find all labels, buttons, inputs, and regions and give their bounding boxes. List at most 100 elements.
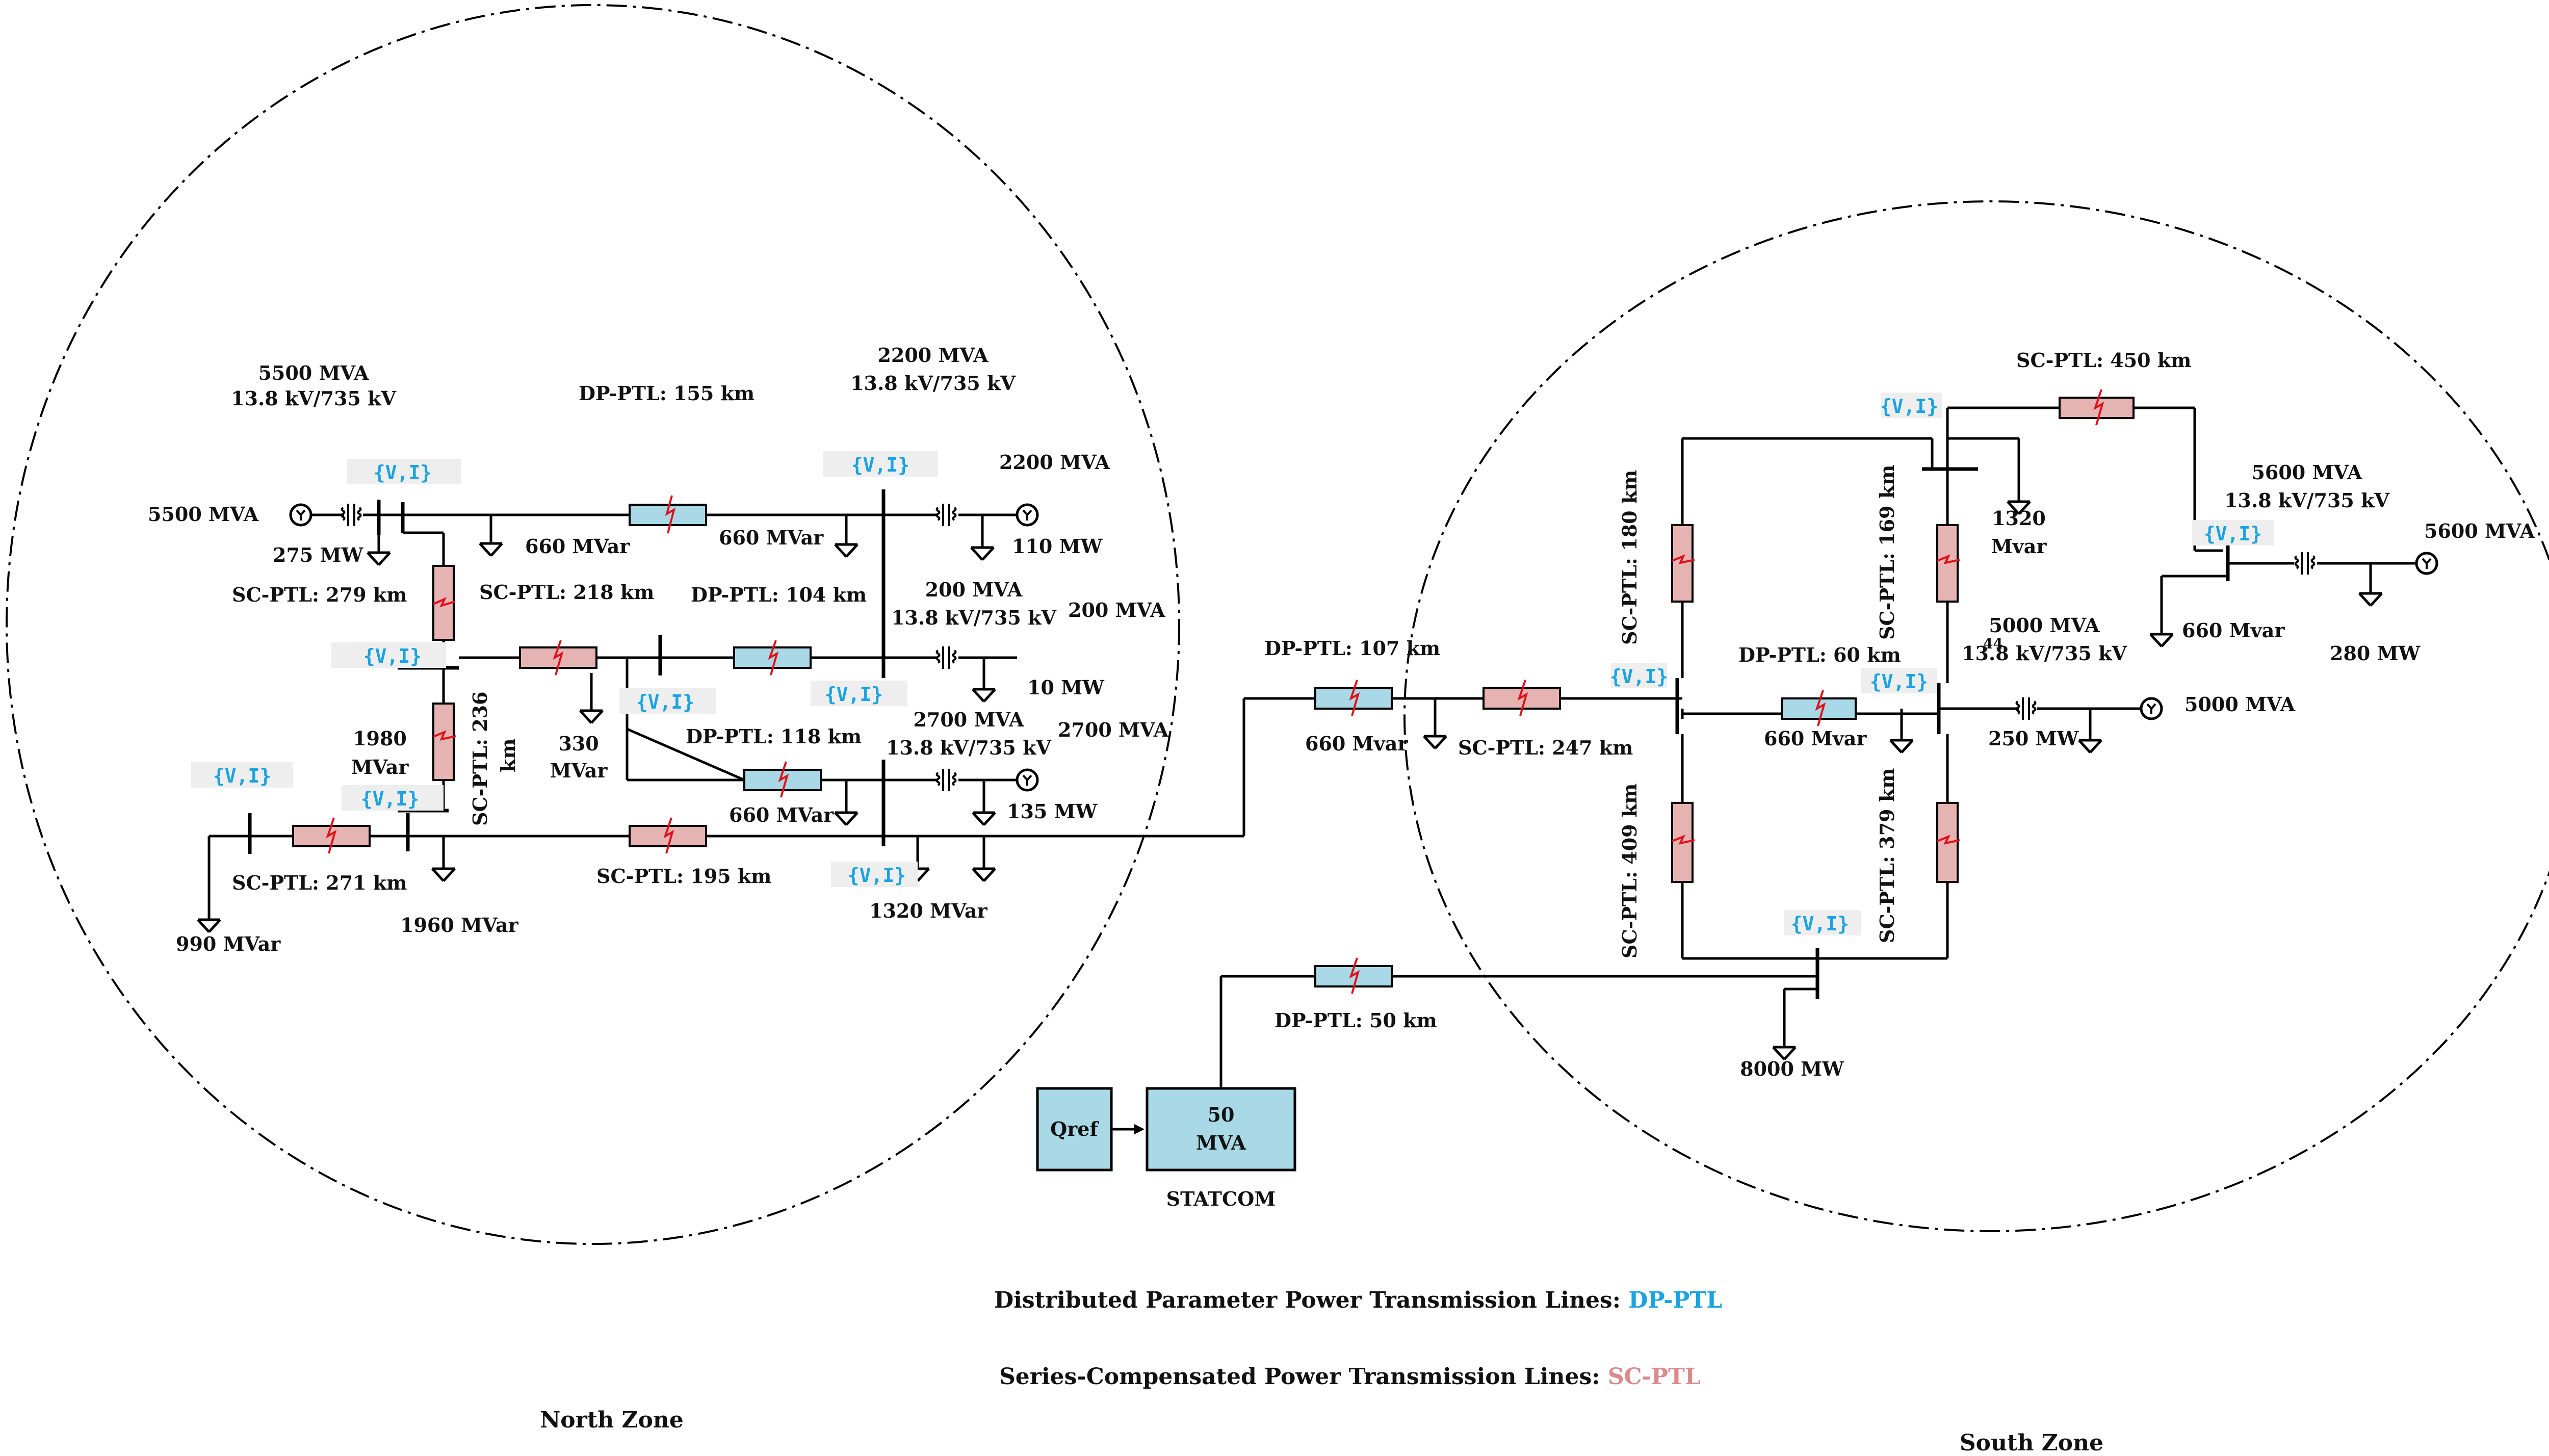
generator-source-icon bbox=[1017, 505, 1037, 525]
north-zone-network bbox=[198, 489, 1244, 932]
sc-ptl-169-label: SC-PTL: 169 km bbox=[1876, 465, 1898, 640]
gen4-xfmr-voltage-label: 13.8 kV/735 kV bbox=[886, 736, 1052, 759]
transformer-icon bbox=[935, 645, 957, 670]
shunt-1320-south-label: 1320 bbox=[1992, 507, 2046, 530]
generator-source-icon bbox=[291, 505, 311, 525]
gen6-rating-label: 5000 MVA bbox=[2184, 693, 2296, 716]
vi-measurement-label: {V,I} bbox=[636, 691, 694, 713]
transformer-icon bbox=[341, 503, 362, 527]
south-zone-label: South Zone bbox=[1960, 1430, 2103, 1456]
gen5-xfmr-voltage-label: 13.8 kV/735 kV bbox=[2224, 489, 2390, 512]
transformer-icon bbox=[935, 503, 957, 527]
gen2-xfmr-rating-label: 2200 MVA bbox=[877, 344, 989, 367]
sc-ptl-409-label: SC-PTL: 409 km bbox=[1618, 784, 1641, 958]
shunt-ground-icon bbox=[198, 902, 220, 932]
shunt-ground-icon bbox=[480, 526, 502, 556]
legend-dp-abbr: DP-PTL bbox=[1628, 1287, 1722, 1313]
gen4-rating-label: 2700 MVA bbox=[1058, 718, 1169, 741]
shunt-ground-icon bbox=[835, 795, 857, 825]
sc-ptl-271-label: SC-PTL: 271 km bbox=[232, 871, 407, 894]
shunt-ground-icon bbox=[1424, 719, 1446, 748]
gen6-xfmr-voltage-label: 13.8 kV/735 kV bbox=[1962, 642, 2127, 665]
vi-measurement-label: {V,I} bbox=[825, 683, 883, 706]
vi-measurement-label: {V,I} bbox=[848, 864, 906, 887]
sc-ptl-379-label: SC-PTL: 379 km bbox=[1876, 768, 1898, 943]
load-10-label: 10 MW bbox=[1027, 676, 1105, 699]
gen5-xfmr-rating-label: 5600 MVA bbox=[2251, 461, 2362, 484]
transformer-icon bbox=[2294, 551, 2316, 576]
gen3-xfmr-voltage-label: 13.8 kV/735 kV bbox=[891, 606, 1057, 629]
shunt-660a-label: 660 MVar bbox=[525, 535, 630, 558]
gen3-xfmr-rating-label: 200 MVA bbox=[925, 578, 1023, 601]
shunt-ground-icon bbox=[2150, 617, 2173, 646]
measurement-points: {V,I} {V,I} {V,I} {V,I} {V,I} {V,I} {V,I… bbox=[191, 393, 2274, 935]
legend: Distributed Parameter Power Transmission… bbox=[994, 1287, 1722, 1390]
shunt-660b-south-label: 660 Mvar bbox=[1764, 727, 1867, 750]
shunt-ground-icon bbox=[580, 693, 603, 723]
transformer-icon bbox=[935, 768, 957, 792]
legend-dp-entry: Distributed Parameter Power Transmission… bbox=[994, 1287, 1722, 1313]
gen1-xfmr-voltage-label: 13.8 kV/735 kV bbox=[231, 387, 397, 410]
shunt-1980-label: 1980 bbox=[353, 727, 407, 750]
legend-sc-abbr: SC-PTL bbox=[1608, 1364, 1701, 1390]
shunt-ground-icon bbox=[432, 851, 455, 881]
vi-measurement-label: {V,I} bbox=[1870, 670, 1928, 693]
sc-ptl-195-label: SC-PTL: 195 km bbox=[596, 865, 771, 888]
load-ground-icon bbox=[2359, 576, 2382, 606]
generator-source-icon bbox=[2141, 698, 2162, 719]
gen6-xfmr-rating-label: 5000 MVA bbox=[1989, 614, 2100, 637]
vi-measurement-label: {V,I} bbox=[374, 461, 432, 484]
load-ground-icon bbox=[368, 535, 390, 565]
statcom-block bbox=[1146, 1087, 1296, 1172]
dp-ptl-50-label: DP-PTL: 50 km bbox=[1274, 1009, 1437, 1032]
vi-measurement-label: {V,I} bbox=[213, 765, 271, 787]
tie-line-network bbox=[1036, 680, 1817, 1172]
sc-ptl-218-label: SC-PTL: 218 km bbox=[479, 581, 654, 604]
statcom-name-label: STATCOM bbox=[1166, 1187, 1276, 1210]
north-zone-boundary bbox=[6, 4, 1180, 1245]
tie-labels: DP-PTL: 107 km 660 Mvar SC-PTL: 247 km D… bbox=[1050, 637, 1633, 1210]
vi-measurement-label: {V,I} bbox=[1610, 665, 1668, 688]
shunt-1320-south-unit-label: Mvar bbox=[1991, 535, 2047, 558]
sc-ptl-247-label: SC-PTL: 247 km bbox=[1458, 736, 1633, 759]
load-ground-icon bbox=[973, 672, 995, 701]
gen5-rating-label: 5600 MVA bbox=[2424, 519, 2535, 542]
generator-source-icon bbox=[2416, 553, 2437, 574]
transformer-icon bbox=[2015, 696, 2037, 721]
shunt-ground-icon bbox=[1890, 723, 1913, 752]
vi-measurement-label: {V,I} bbox=[851, 454, 909, 476]
north-labels: 5500 MVA 5500 MVA 13.8 kV/735 kV 275 MW … bbox=[148, 344, 1169, 955]
vi-measurement-label: {V,I} bbox=[363, 645, 422, 667]
dp-ptl-155-label: DP-PTL: 155 km bbox=[579, 382, 755, 405]
sc-ptl-450-label: SC-PTL: 450 km bbox=[2016, 349, 2191, 372]
north-zone-label: North Zone bbox=[540, 1407, 684, 1433]
sc-ptl-279-label: SC-PTL: 279 km bbox=[232, 583, 407, 606]
legend-sc-text: Series-Compensated Power Transmission Li… bbox=[999, 1364, 1608, 1390]
qref-block bbox=[1036, 1087, 1113, 1172]
gen2-xfmr-voltage-label: 13.8 kV/735 kV bbox=[850, 372, 1016, 395]
qref-label: Qref bbox=[1050, 1117, 1099, 1140]
load-135-label: 135 MW bbox=[1007, 800, 1098, 823]
load-ground-icon bbox=[2079, 723, 2101, 752]
shunt-330-unit-label: MVar bbox=[550, 759, 608, 782]
shunt-1960-label: 1960 MVar bbox=[400, 914, 519, 937]
dp-ptl-104-label: DP-PTL: 104 km bbox=[691, 583, 867, 606]
load-ground-icon bbox=[973, 795, 995, 825]
south-zone-boundary bbox=[1403, 200, 2549, 1232]
load-ground-icon bbox=[1773, 1030, 1796, 1059]
shunt-ground-icon bbox=[973, 851, 995, 881]
shunt-1320-label: 1320 MVar bbox=[869, 899, 988, 922]
load-ground-icon bbox=[971, 530, 994, 560]
statcom-rating-label: 50 bbox=[1208, 1103, 1235, 1126]
load-8000-label: 8000 MW bbox=[1740, 1057, 1844, 1080]
legend-dp-text: Distributed Parameter Power Transmission… bbox=[994, 1287, 1628, 1313]
shunt-ground-icon bbox=[835, 527, 857, 557]
load-110-label: 110 MW bbox=[1012, 535, 1103, 558]
gen1-rating-label: 5500 MVA bbox=[148, 503, 259, 526]
sc-ptl-236-label: SC-PTL: 236 bbox=[469, 691, 491, 826]
load-280-label: 280 MW bbox=[2330, 642, 2421, 665]
shunt-1980-unit-label: MVar bbox=[351, 756, 409, 778]
shunt-660c-label: 660 MVar bbox=[729, 803, 834, 826]
south-zone-network bbox=[1671, 389, 2437, 1059]
